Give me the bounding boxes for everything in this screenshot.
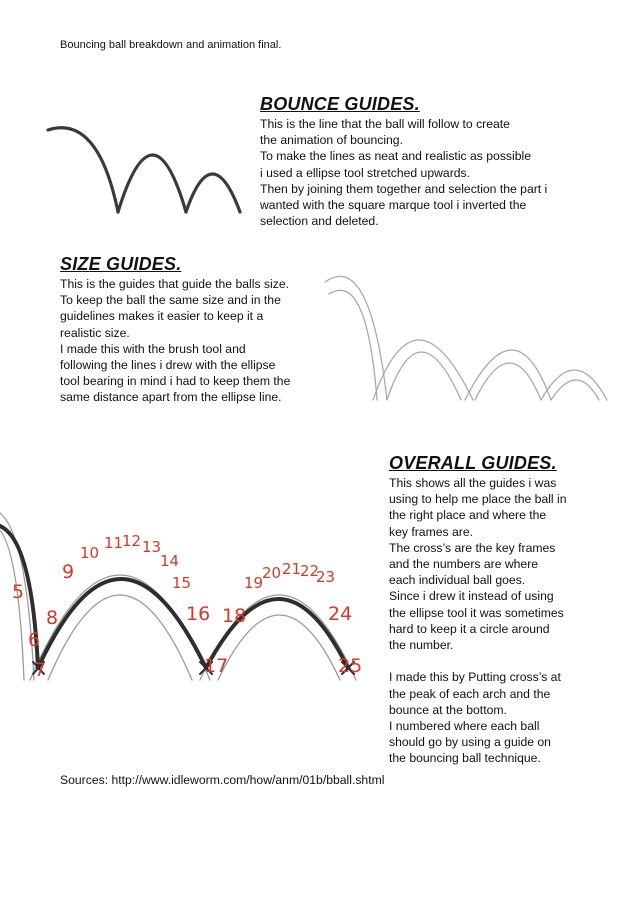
overall-guides-text: This shows all the guides i was using to… <box>389 476 567 766</box>
drawing-label-13: 13 <box>142 538 161 556</box>
size-guides-drawing <box>324 275 608 401</box>
size-arc-inner-2 <box>386 351 462 401</box>
overall-main-arc-1 <box>0 524 40 670</box>
size-arc-outer-2 <box>372 339 474 401</box>
size-arc-outer-3 <box>464 349 552 401</box>
overall-sketch-6 <box>217 614 341 681</box>
drawing-label-12: 12 <box>122 532 141 550</box>
drawing-label-22: 22 <box>300 562 319 580</box>
drawing-label-9: 9 <box>62 561 74 583</box>
size-arc-inner-4 <box>550 379 600 401</box>
size-arc-outer-4 <box>540 369 608 401</box>
drawing-label-17: 17 <box>204 655 228 677</box>
size-guides-text: This is the guides that guide the balls … <box>60 277 291 405</box>
bounce-arc-2 <box>116 153 188 214</box>
overall-main-arc-2 <box>36 577 208 670</box>
keyframe-cross-1 <box>32 661 45 675</box>
overall-main-arc-3 <box>204 597 350 670</box>
overall-sketch-4 <box>47 594 193 681</box>
drawing-label-14: 14 <box>160 552 179 570</box>
keyframe-cross-3 <box>341 661 355 675</box>
drawing-label-11: 11 <box>104 534 123 552</box>
bounce-guides-text: This is the line that the ball will foll… <box>260 117 548 229</box>
drawing-label-6: 6 <box>28 629 40 651</box>
sources-line: Sources: http://www.idleworm.com/how/anm… <box>60 773 385 787</box>
size-arc-outer-1 <box>324 275 388 401</box>
drawing-label-19: 19 <box>244 574 263 592</box>
drawing-label-10: 10 <box>80 544 99 562</box>
drawing-label-21: 21 <box>282 560 301 578</box>
bounce-guides-heading: BOUNCE GUIDES. <box>260 94 420 114</box>
keyframe-cross-2 <box>199 661 213 675</box>
size-guides-heading: SIZE GUIDES. <box>60 254 182 274</box>
drawing-label-16: 16 <box>186 603 210 625</box>
drawing-label-23: 23 <box>316 568 335 586</box>
overall-sketch-2 <box>0 529 25 681</box>
drawing-label-8: 8 <box>46 607 58 629</box>
drawing-label-25: 25 <box>338 655 362 677</box>
drawing-label-7: 7 <box>34 659 46 681</box>
drawing-label-20: 20 <box>262 564 281 582</box>
drawing-label-24: 24 <box>328 603 352 625</box>
document-header: Bouncing ball breakdown and animation fi… <box>60 39 282 51</box>
overall-guides-heading: OVERALL GUIDES. <box>389 453 557 473</box>
bounce-guides-drawing <box>46 126 242 214</box>
size-arc-inner-3 <box>474 362 542 401</box>
drawing-label-15: 15 <box>172 574 191 592</box>
drawing-label-18: 18 <box>222 605 246 627</box>
bounce-arc-3 <box>184 172 242 214</box>
overall-guides-drawing: 5 6 7 8 9 10 11 12 13 14 15 16 17 18 19 … <box>0 512 362 681</box>
size-arc-inner-1 <box>328 289 378 401</box>
bounce-arc-1 <box>46 126 120 214</box>
drawing-label-5: 5 <box>12 581 24 603</box>
